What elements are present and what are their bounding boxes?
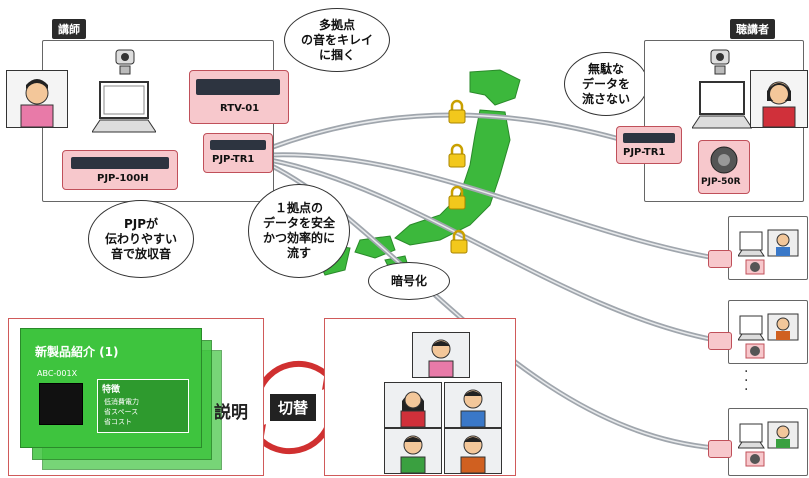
bubble-encryption: 暗号化 [368,262,450,300]
pjp-tr1-left-label: PJP-TR1 [212,154,255,165]
qa-face-1 [384,382,442,428]
chip-image [39,383,83,425]
audience-tag: 聴講者 [730,19,775,39]
features-title: 特徴 [102,385,121,395]
features-box: 特徴 低消費電力 省スペース 省コスト [97,379,189,433]
remote-site-3-device [708,440,732,458]
remote-site-1-icons [737,220,806,280]
qa-face-3 [384,428,442,474]
pjp-tr1-right-label: PJP-TR1 [623,147,666,158]
pjp-100h-device: PJP-100H [62,150,178,190]
camera-icon [705,48,735,80]
slide-title: 新製品紹介 (1) [35,345,119,359]
feature-1: 低消費電力 [104,398,139,406]
remote-site-2-device [708,332,732,350]
bubble-one-site-data: １拠点の データを安全 かつ効率的に 流す [248,184,350,278]
explain-label: 説明 [214,403,248,423]
feature-3: 省コスト [104,418,132,426]
bubble-pjp-sound: PJPが 伝わりやすい 音で放収音 [88,200,194,278]
qa-face-4 [444,428,502,474]
lock-icons [448,99,468,254]
qa-face-2 [444,382,502,428]
more-sites-ellipsis: ··· [744,364,749,398]
bubble-multi-site-sound: 多拠点 の音をキレイ に掴く [284,8,390,72]
remote-site-3-icons [737,412,806,474]
laptop-icon [691,80,753,136]
audience-avatar [750,70,808,128]
pjp-50r-label: PJP-50R [701,177,741,187]
remote-site-1-device [708,250,732,268]
lock-icon [448,185,466,210]
slide-subtitle: ABC-001X [37,369,78,378]
pjp-tr1-right-device: PJP-TR1 [616,126,682,164]
laptop-icon [91,80,157,140]
pjp-50r-device: PJP-50R [698,140,750,194]
rtv-01-device: RTV-01 [189,70,289,124]
bubble-no-waste: 無駄な データを 流さない [564,52,648,116]
pjp-100h-label: PJP-100H [97,173,149,184]
rtv-01-label: RTV-01 [220,103,260,114]
lock-icon [448,99,466,124]
lecturer-tag: 講師 [52,19,86,39]
qa-face-top [412,332,470,378]
camera-icon [110,48,140,80]
slide-front: 新製品紹介 (1) ABC-001X 特徴 低消費電力 省スペース 省コスト [20,328,202,448]
remote-site-2-icons [737,304,806,364]
lock-icon [450,229,468,254]
lecturer-avatar [6,70,68,128]
feature-2: 省スペース [104,408,139,416]
lock-icon [448,143,466,168]
pjp-tr1-left-device: PJP-TR1 [203,133,273,173]
switch-label: 切替 [270,394,317,421]
